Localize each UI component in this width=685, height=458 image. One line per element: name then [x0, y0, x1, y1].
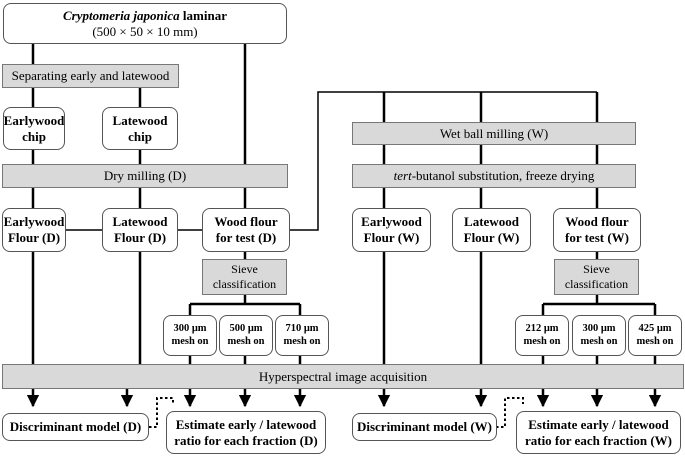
source-laminar-box: Cryptomeria japonica laminar (500 × 50 ×…: [3, 3, 287, 44]
earlywood-flour-w-box: Earlywood Flour (W): [352, 208, 431, 252]
mesh-w-300-line1: 300 μm: [582, 322, 616, 334]
estimate-d-line2: ratio for each fraction (D): [174, 432, 318, 448]
discriminant-d-label: Discriminant model (D): [9, 419, 142, 435]
wet-ball-milling-step: Wet ball milling (W): [352, 122, 636, 145]
mesh-d-300-line2: mesh on: [171, 335, 209, 347]
mesh-d-710-line1: 710 μm: [285, 322, 319, 334]
sieve-d-line1: Sieve: [231, 262, 258, 277]
test-flour-w-line1: Wood flour: [565, 214, 629, 230]
discriminant-w-label: Discriminant model (W): [356, 419, 493, 435]
earlywood-flour-d-box: Earlywood Flour (D): [2, 208, 66, 252]
mesh-d-500-line1: 500 μm: [229, 322, 263, 334]
latewood-flour-w-line1: Latewood: [464, 214, 519, 230]
mesh-w-425-line1: 425 μm: [638, 322, 672, 334]
estimate-w-line1: Estimate early / latewood: [528, 416, 669, 432]
estimate-ratio-d-box: Estimate early / latewood ratio for each…: [166, 411, 326, 454]
hyperspectral-label: Hyperspectral image acquisition: [258, 368, 428, 384]
dry-milling-label: Dry milling (D): [103, 168, 187, 184]
mesh-d-300-box: 300 μm mesh on: [163, 315, 217, 356]
dry-milling-step: Dry milling (D): [2, 164, 288, 188]
laminar-title: Cryptomeria japonica laminar: [63, 7, 227, 23]
mesh-d-500-line2: mesh on: [227, 335, 265, 347]
wet-ball-milling-label: Wet ball milling (W): [439, 125, 549, 141]
earlywood-flour-d-line2: Flour (D): [7, 230, 61, 245]
latewood-flour-d-box: Latewood Flour (D): [102, 208, 178, 252]
latewood-chip-line1: Latewood: [112, 112, 168, 128]
discriminant-model-d-box: Discriminant model (D): [2, 413, 149, 441]
latewood-flour-w-box: Latewood Flour (W): [452, 208, 531, 252]
sieve-classification-w: Sieve classification: [554, 259, 639, 295]
estimate-d-line1: Estimate early / latewood: [175, 416, 317, 432]
mesh-d-710-box: 710 μm mesh on: [275, 315, 329, 356]
earlywood-flour-w-line1: Earlywood: [361, 214, 422, 230]
mesh-w-212-line2: mesh on: [523, 335, 561, 347]
laminar-dimensions: (500 × 50 × 10 mm): [92, 23, 198, 39]
latewood-chip-line2: chip: [128, 128, 152, 144]
mesh-w-425-line2: mesh on: [636, 335, 674, 347]
mesh-w-212-box: 212 μm mesh on: [515, 315, 569, 356]
latewood-flour-w-line2: Flour (W): [463, 230, 520, 245]
mesh-w-425-box: 425 μm mesh on: [628, 315, 682, 356]
mesh-w-300-line2: mesh on: [580, 335, 618, 347]
estimate-w-line2: ratio for each fraction (W): [524, 432, 673, 448]
mesh-w-212-line1: 212 μm: [525, 322, 559, 334]
sieve-classification-d: Sieve classification: [202, 259, 287, 295]
tert-butanol-label: tert-butanol substitution, freeze drying: [393, 168, 595, 184]
latewood-flour-d-line2: Flour (D): [113, 230, 167, 245]
test-flour-w-box: Wood flour for test (W): [553, 208, 641, 252]
separating-step: Separating early and latewood: [2, 64, 179, 88]
earlywood-chip-box: Earlywood chip: [3, 107, 65, 150]
sieve-w-line2: classification: [564, 277, 629, 291]
mesh-w-300-box: 300 μm mesh on: [572, 315, 626, 356]
test-flour-d-line2: for test (D): [215, 230, 277, 245]
mesh-d-710-line2: mesh on: [283, 335, 321, 347]
estimate-ratio-w-box: Estimate early / latewood ratio for each…: [516, 411, 681, 454]
mesh-d-500-box: 500 μm mesh on: [219, 315, 273, 356]
earlywood-chip-line2: chip: [22, 128, 46, 144]
tert-butanol-step: tert-butanol substitution, freeze drying: [352, 164, 636, 188]
earlywood-flour-d-line1: Earlywood: [3, 214, 65, 230]
test-flour-d-line1: Wood flour: [214, 214, 278, 230]
test-flour-w-line2: for test (W): [564, 230, 629, 245]
separating-label: Separating early and latewood: [11, 68, 170, 84]
sieve-w-line1: Sieve: [583, 262, 610, 277]
discriminant-model-w-box: Discriminant model (W): [352, 413, 497, 441]
earlywood-flour-w-line2: Flour (W): [363, 230, 420, 245]
earlywood-chip-line1: Earlywood: [3, 112, 65, 128]
latewood-flour-d-line1: Latewood: [112, 214, 168, 230]
hyperspectral-acquisition-step: Hyperspectral image acquisition: [2, 364, 684, 389]
sieve-d-line2: classification: [212, 277, 277, 291]
latewood-chip-box: Latewood chip: [102, 107, 178, 150]
test-flour-d-box: Wood flour for test (D): [202, 208, 290, 252]
mesh-d-300-line1: 300 μm: [173, 322, 207, 334]
